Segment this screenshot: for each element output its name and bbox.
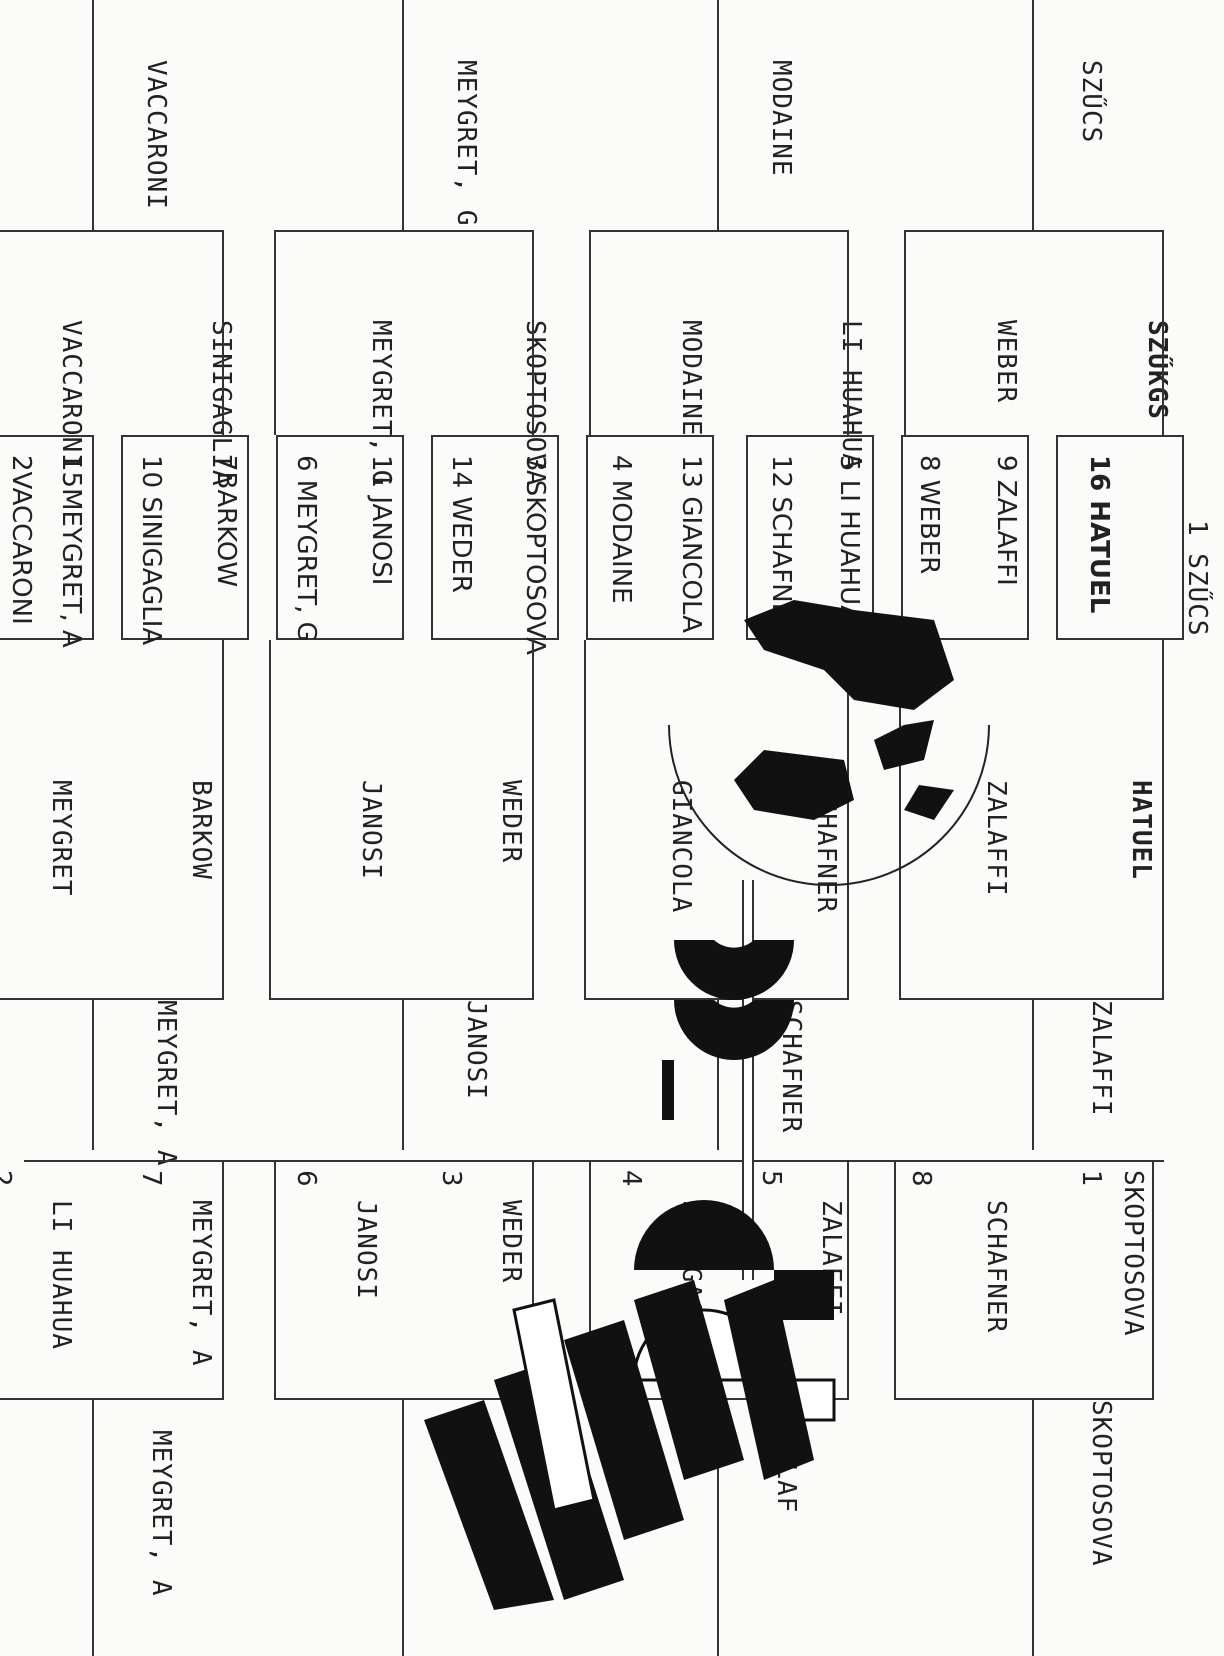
qf-box-1 — [904, 230, 1164, 435]
qf-box-3 — [274, 230, 534, 435]
loser-seed: 3 — [438, 1170, 464, 1187]
bracket-line — [402, 0, 404, 230]
round2-box-3 — [269, 640, 534, 1000]
bracket-line — [1032, 1400, 1034, 1656]
loser-seed: 4 — [618, 1170, 644, 1187]
bracket-line — [1032, 0, 1034, 230]
final-left: ZALAF — [773, 1430, 799, 1513]
seed-entry: 9 ZALAFFI — [993, 455, 1019, 586]
round3-winner: SCHAFNER — [778, 1000, 804, 1133]
round3-winner: JANOSI — [463, 1000, 489, 1100]
seed-entry: 10 SINIGAGLIA — [138, 455, 164, 645]
loser-name: ZALAFFI — [818, 1200, 844, 1317]
seed-entry: 13 GIANCOLA — [678, 455, 704, 633]
seed-entry: 6 MEYGRET, G — [293, 455, 319, 642]
player-name: JANOSI — [358, 780, 384, 880]
loser-name: LI HUAHUA — [48, 1200, 74, 1350]
seed-entry: 8 WEBER — [916, 455, 942, 574]
player-name: BARKOW — [188, 780, 214, 880]
round2-box-1 — [899, 640, 1164, 1000]
qf-box-2 — [589, 230, 849, 435]
seed-entry: 15MEYGRET, A — [58, 455, 84, 648]
loser-winner: MEYGRET, A — [148, 1430, 174, 1597]
qf-winner: MODAINE — [768, 60, 794, 177]
round2-box-2 — [584, 640, 849, 1000]
seed-entry: 12 SCHAFNER — [768, 455, 794, 637]
player-name: ZALAFFI — [983, 780, 1009, 897]
globe-stand — [742, 880, 754, 1280]
bracket-line — [1032, 1000, 1034, 1150]
match-box-1 — [1056, 435, 1184, 640]
loser-name: MEYGRET, A — [188, 1200, 214, 1367]
bracket-line — [402, 1000, 404, 1150]
loser-seed: 7 — [138, 1170, 164, 1187]
round3-winner: ZALAFFI — [1088, 1000, 1114, 1117]
seed-entry: 2VACCARONI — [8, 455, 34, 625]
top-seed-label: 1 SZŰCS — [1184, 520, 1210, 637]
bracket-line — [402, 1400, 404, 1656]
loser-name: WEDER — [498, 1200, 524, 1283]
loser-name: JANOSI — [353, 1200, 379, 1300]
loser-name: SCHAFNER — [983, 1200, 1009, 1333]
player-name: WEDER — [498, 780, 524, 863]
bracket-line — [92, 1400, 94, 1656]
loser-seed: 8 — [908, 1170, 934, 1187]
loser-seed: 2 — [0, 1170, 14, 1187]
loser-seed: 6 — [293, 1170, 319, 1187]
loser-name: SINIGAGLIA — [678, 1200, 704, 1367]
loser-box-1 — [894, 1160, 1154, 1400]
bracket-line — [92, 0, 94, 230]
bracket-line — [717, 1000, 719, 1150]
round3-winner: MEYGRET, A — [153, 1000, 179, 1167]
qf-box-4 — [0, 230, 224, 435]
loser-winner: SKOPTOSOVA — [1088, 1400, 1114, 1567]
player-name: GIANCOLA — [668, 780, 694, 913]
bracket-line — [717, 0, 719, 230]
seed-entry: 16 HATUEL — [1086, 455, 1112, 613]
seed-entry: 5 LI HUAHUA — [836, 455, 862, 623]
player-name: SCHAFNER — [813, 780, 839, 913]
final-left: JANOSI — [458, 1430, 484, 1530]
seed-entry: 14 WEDER — [448, 455, 474, 593]
player-name: MEYGRET — [48, 780, 74, 897]
player-name: HATUEL — [1128, 780, 1154, 880]
loser-seed: 5 — [758, 1170, 784, 1187]
loser-box-3 — [274, 1160, 534, 1400]
qf-winner: VACCARONI — [143, 60, 169, 210]
loser-seed: 1 — [1078, 1170, 1104, 1187]
loser-name: SKOPTOSOVA — [1120, 1170, 1146, 1337]
bracket-line — [92, 1000, 94, 1150]
qf-winner: SZŰCS — [1078, 60, 1104, 143]
bracket-line — [717, 1400, 719, 1656]
loser-box-2 — [589, 1160, 849, 1400]
qf-winner: MEYGRET, G — [453, 60, 479, 227]
seed-entry: 4 MODAINE — [608, 455, 634, 604]
